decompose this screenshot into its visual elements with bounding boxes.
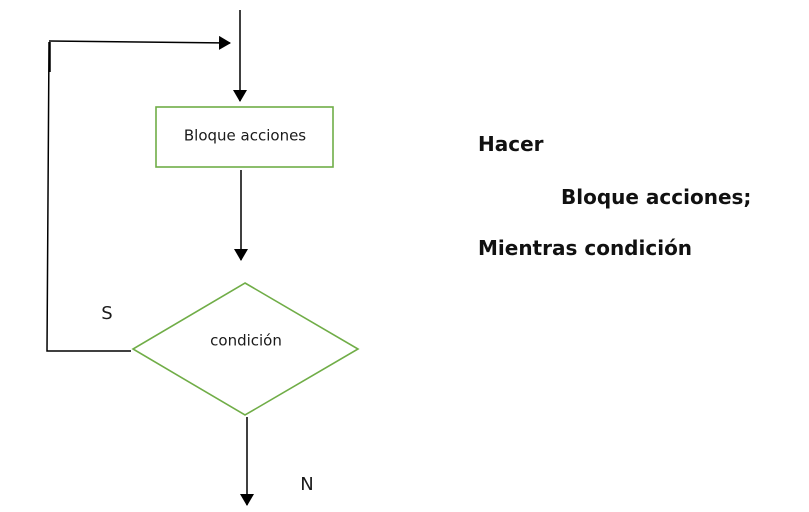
loop-back-connector bbox=[46, 41, 131, 352]
yes-label: S bbox=[101, 303, 112, 324]
condition-label: condición bbox=[210, 332, 282, 350]
action-box bbox=[155, 106, 334, 168]
pseudocode-line-bloque: Bloque acciones; bbox=[561, 185, 752, 209]
pseudocode-line-hacer: Hacer bbox=[478, 132, 544, 156]
condition-diamond bbox=[131, 282, 360, 416]
action-box-label: Bloque acciones bbox=[184, 127, 306, 145]
pseudocode-line-mientras: Mientras condición bbox=[478, 236, 693, 260]
no-label: N bbox=[300, 474, 313, 495]
loop-back-arrow bbox=[48, 35, 231, 50]
